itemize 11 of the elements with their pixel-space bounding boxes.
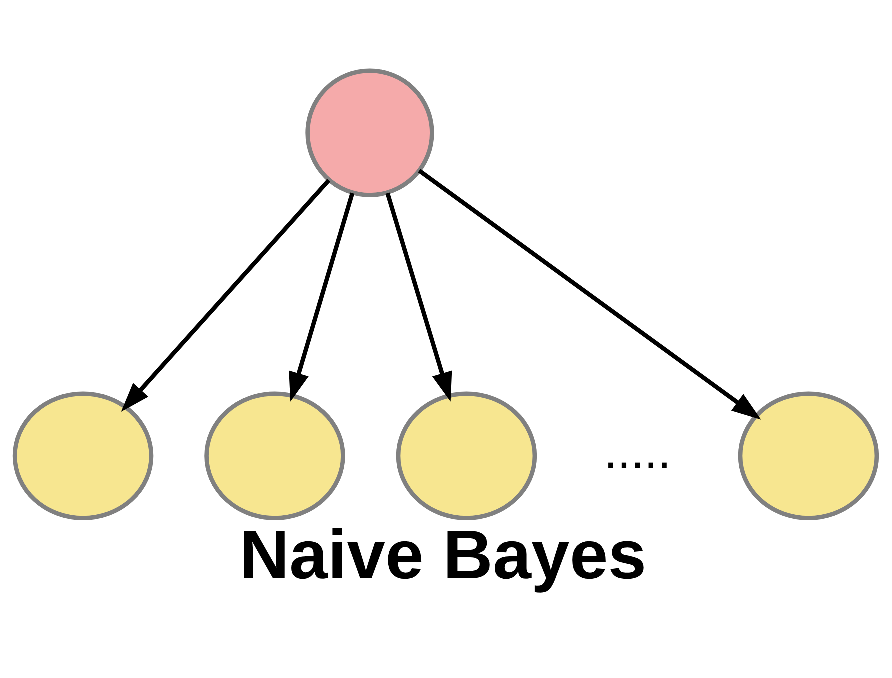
node-ellipse	[396, 391, 538, 520]
node-ellipse	[204, 391, 346, 520]
node-circle	[306, 68, 434, 197]
node-ellipse	[12, 391, 154, 520]
arrow	[386, 192, 452, 402]
label: .....	[604, 424, 672, 479]
arrow	[418, 168, 762, 420]
arrow	[121, 178, 331, 412]
arrow	[289, 192, 355, 402]
caption: Naive Bayes	[240, 515, 647, 594]
node-ellipse	[738, 391, 880, 520]
